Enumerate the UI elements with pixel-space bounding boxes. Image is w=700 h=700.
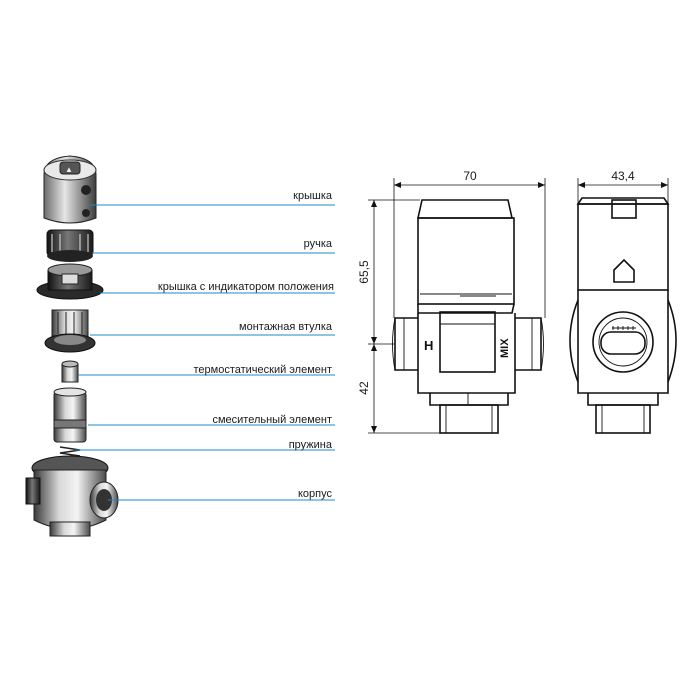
mix-marking: MIX bbox=[499, 338, 511, 358]
side-view-dimensions: 43,4 bbox=[577, 169, 669, 204]
dim-width: 70 bbox=[463, 169, 477, 183]
exploded-view: ▲ bbox=[25, 155, 335, 537]
indicator-cap-part bbox=[36, 263, 104, 300]
label-spring: пружина bbox=[289, 439, 333, 451]
body-part bbox=[25, 455, 119, 537]
front-view-dimensions: 70 65,5 42 bbox=[357, 169, 546, 434]
part-labels: крышка ручка крышка с индикатором положе… bbox=[158, 190, 334, 500]
label-indicator-cap: крышка с индикатором положения bbox=[158, 281, 334, 293]
mounting-sleeve-part bbox=[44, 309, 96, 353]
side-view-drawing bbox=[569, 197, 677, 434]
thermostatic-element-part bbox=[61, 360, 79, 383]
dim-depth: 43,4 bbox=[611, 169, 635, 183]
svg-text:▲: ▲ bbox=[65, 165, 73, 174]
label-cap: крышка bbox=[293, 190, 333, 202]
handle-part bbox=[46, 229, 94, 262]
dim-lower-height: 42 bbox=[357, 381, 371, 395]
label-handle: ручка bbox=[304, 238, 333, 250]
mixing-element-part bbox=[53, 387, 87, 443]
hot-marking: H bbox=[424, 338, 433, 353]
label-body: корпус bbox=[298, 488, 333, 500]
label-mounting-sleeve: монтажная втулка bbox=[239, 321, 333, 333]
cap-part: ▲ bbox=[43, 155, 97, 224]
label-thermostatic-element: термостатический элемент bbox=[193, 364, 332, 376]
label-mixing-element: смесительный элемент bbox=[212, 414, 332, 426]
front-view-drawing: H MIX bbox=[392, 199, 544, 434]
leader-lines bbox=[75, 204, 335, 501]
dim-upper-height: 65,5 bbox=[357, 260, 371, 284]
